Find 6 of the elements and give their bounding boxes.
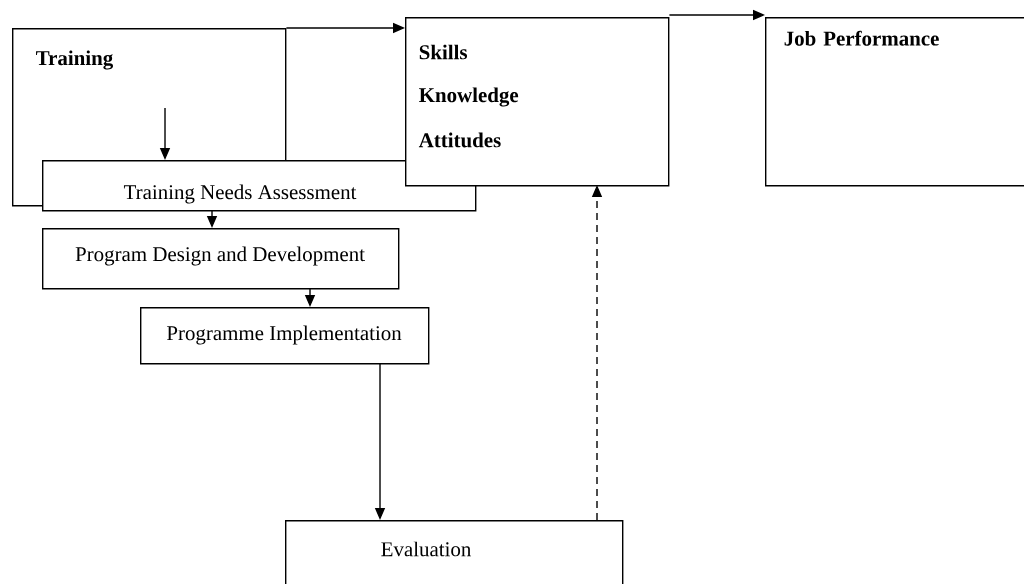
process-box: Job Performance	[765, 17, 1024, 187]
process-box: Programme Implementation	[140, 307, 430, 365]
process-box: Skills Knowledge Attitudes	[405, 17, 670, 187]
process-box: Program Design and Development	[42, 228, 400, 290]
process-box: Evaluation	[285, 520, 624, 584]
process-box: Training Needs Assessment	[42, 160, 477, 212]
